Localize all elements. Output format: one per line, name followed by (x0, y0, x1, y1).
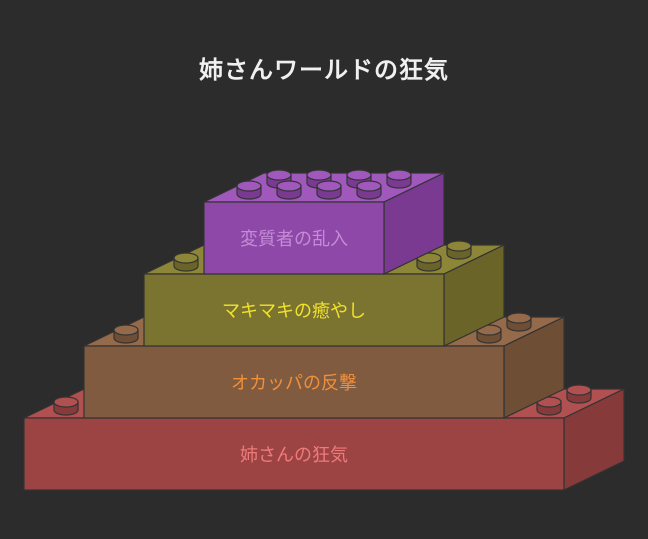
block-stud (306, 169, 332, 189)
block-stud (346, 169, 372, 189)
stud-top (356, 180, 382, 192)
block-front-face (23, 417, 565, 491)
block-stud (113, 324, 139, 344)
stud-top (386, 169, 412, 181)
block-stud (386, 169, 412, 189)
block-stud (53, 396, 79, 416)
stud-top (306, 169, 332, 181)
stud-top (506, 312, 532, 324)
block-stud (566, 384, 592, 404)
block-stud (173, 252, 199, 272)
block-stud (506, 312, 532, 332)
block-stud (446, 240, 472, 260)
block-label: オカッパの反撃 (231, 373, 357, 394)
block-front-face (143, 273, 445, 347)
stud-top (53, 396, 79, 408)
block-label: マキマキの癒やし (222, 301, 366, 322)
block-stud (316, 180, 342, 200)
stud-top (173, 252, 199, 264)
stud-top (316, 180, 342, 192)
block-stud (276, 180, 302, 200)
stud-top (266, 169, 292, 181)
block-label: 変質者の乱入 (240, 229, 348, 250)
stud-top (346, 169, 372, 181)
stud-top (276, 180, 302, 192)
diagram-title: 姉さんワールドの狂気 (199, 56, 449, 84)
block-stud (236, 180, 262, 200)
block-front-face (203, 201, 385, 275)
block-stud (356, 180, 382, 200)
stud-top (236, 180, 262, 192)
block-label: 姉さんの狂気 (240, 445, 348, 466)
block-1: 変質者の乱入 (203, 169, 445, 275)
stud-top (566, 384, 592, 396)
stud-top (446, 240, 472, 252)
stud-top (113, 324, 139, 336)
block-front-face (83, 345, 505, 419)
